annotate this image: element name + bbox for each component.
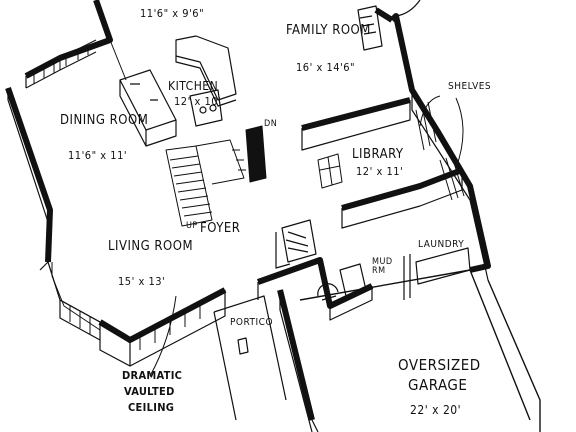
living-bay (47, 261, 201, 350)
family-room-dimensions: 16' x 14'6" (296, 61, 356, 74)
dining-room-label: Dining Room (60, 113, 149, 128)
kitchen-label: Kitchen (168, 79, 219, 93)
library-dimensions: 12' x 11' (356, 165, 404, 178)
library-label: Library (352, 147, 404, 162)
foyer-closet (275, 219, 317, 269)
garage-label-line1: Oversized (398, 356, 481, 374)
portico-label: Portico (230, 317, 274, 328)
stairs-up-label: UP (186, 221, 198, 231)
kitchen-dimensions: 12' x 10' (174, 95, 222, 108)
garage-label-line2: Garage (408, 376, 468, 394)
stairs-down-label: DN (264, 119, 278, 129)
foyer-label: Foyer (200, 221, 241, 236)
garage-dimensions: 22' x 20' (410, 403, 462, 417)
library-window (317, 153, 343, 189)
leader-lines (149, 95, 464, 377)
laundry-label: Laundry (418, 239, 465, 250)
shelves-callout: Shelves (448, 81, 492, 92)
stairs (165, 125, 267, 227)
garage (299, 269, 541, 432)
ceiling-callout-line2: Vaulted (124, 385, 175, 398)
family-doors (357, 0, 421, 51)
dining-room-dimensions: 11'6" x 11' (68, 149, 128, 162)
dining-windows (25, 39, 127, 89)
family-room-label: Family Room (286, 23, 371, 38)
ceiling-callout-line3: Ceiling (128, 401, 175, 414)
kitchen-counters (119, 35, 237, 147)
mud-room-label: Mud Rm (372, 257, 393, 276)
living-room-dimensions: 15' x 13' (118, 275, 166, 288)
portico (213, 295, 287, 421)
ceiling-callout-line1: Dramatic (122, 369, 183, 382)
nook-dimensions: 11'6" x 9'6" (140, 7, 205, 20)
living-room-label: Living Room (108, 239, 194, 254)
